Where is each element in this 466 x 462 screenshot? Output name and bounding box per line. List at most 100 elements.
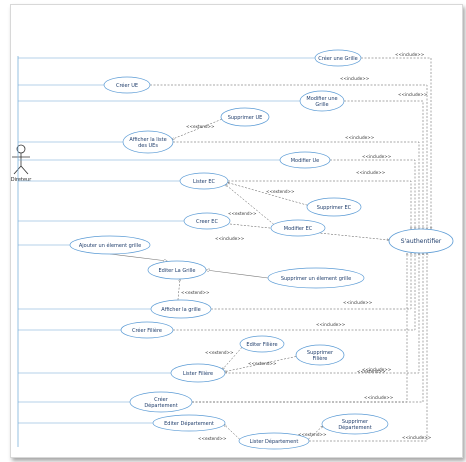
include-label-creer-departement: <<include>>: [364, 395, 394, 400]
extend-label-creer-departement-auth: <<extend>>: [357, 369, 386, 374]
use-case-editer-grille[interactable]: Editer La Grille: [147, 260, 207, 280]
use-case-lister-filiere[interactable]: Lister Filière: [170, 363, 226, 383]
use-case-label: Lister EC: [193, 179, 216, 185]
use-case-ellipse: [306, 197, 362, 217]
use-case-label: Editer Département: [164, 420, 214, 427]
use-case-label: Créer UE: [116, 82, 138, 89]
use-case-label: Editer La Grille: [158, 268, 195, 274]
use-case-ellipse: [152, 414, 226, 432]
extend-label-lister-departement-6: <<extend>>: [198, 436, 227, 441]
association-lines: [17, 56, 315, 447]
include-creer-ue: [150, 84, 427, 229]
use-case-label: des UEs: [138, 143, 158, 149]
use-case-label: Grille: [315, 102, 328, 108]
use-case-label: Créer une Grille: [318, 55, 357, 62]
use-case-lister-departement[interactable]: Lister Département: [238, 432, 310, 450]
extend-label-supprimer-filiere-5: <<extend>>: [248, 361, 277, 366]
use-case-label: Créer Filière: [132, 327, 162, 334]
include-label-afficher-liste-ues: <<include>>: [345, 135, 375, 140]
actor-leg-right: [20, 165, 29, 175]
use-case-editer-filiere[interactable]: Editer Filière: [239, 335, 285, 353]
extend-supprimer-ue-0: [172, 119, 222, 139]
use-case-editer-departement[interactable]: Editer Département: [152, 414, 226, 432]
use-case-afficher-grille[interactable]: Afficher la grille: [150, 299, 212, 319]
include-label-lister-ec: <<include>>: [356, 170, 386, 175]
use-case-ellipse: [179, 172, 229, 190]
use-case-label: Afficher la grille: [161, 307, 200, 313]
include-label-creer-ue: <<include>>: [340, 76, 370, 81]
include-label-creer-grille: <<include>>: [395, 52, 425, 57]
use-case-ellipse: [122, 130, 174, 154]
use-case-ellipse: [103, 76, 151, 94]
use-case-label: Département: [338, 424, 371, 431]
use-case-ellipse: [129, 391, 193, 413]
use-case-supprimer-ue[interactable]: Supprimer UE: [220, 107, 270, 127]
use-case-label: Supprimer EC: [317, 205, 352, 211]
include-modifier-grille: [344, 100, 423, 229]
use-case-label: Modifier Ue: [291, 158, 320, 164]
extend-supprimer-filiere-5: [225, 356, 297, 371]
use-case-ellipse: [69, 235, 151, 255]
use-case-ellipse: [147, 260, 207, 280]
actor-director: Direteur: [11, 144, 32, 183]
extend-editer-filiere-4: [223, 347, 243, 369]
use-case-label: Supprimer UE: [228, 115, 263, 121]
include-lister-ec: [228, 180, 411, 229]
use-case-ellipse: [150, 299, 212, 319]
include-label-lister-departement: <<include>>: [402, 435, 432, 440]
extend-label-editer-filiere-4: <<extend>>: [205, 350, 234, 355]
include-label-creer-ec: <<include>>: [215, 236, 245, 241]
extend-creer-departement-auth: [192, 253, 407, 403]
use-case-ellipse: [321, 413, 389, 435]
include-label-modifier-ue: <<include>>: [362, 154, 392, 159]
use-case-ellipse: [270, 219, 326, 237]
use-case-authentifier[interactable]: S'authentifier: [388, 228, 454, 254]
use-case-label: Modifier une: [306, 96, 337, 102]
use-case-ajouter-element[interactable]: Ajouter un élement grille: [69, 235, 151, 255]
extend-label-supprimer-ue-0: <<extend>>: [186, 124, 215, 129]
use-case-ellipse: [279, 151, 331, 169]
use-case-label: Afficher la liste: [129, 137, 166, 143]
use-case-label: Creer EC: [196, 219, 218, 225]
use-case-supprimer-ec[interactable]: Supprimer EC: [306, 197, 362, 217]
use-case-ellipse: [120, 321, 174, 339]
actor-name: Direteur: [11, 177, 32, 183]
include-lister-filiere: [225, 253, 419, 374]
use-case-ellipse: [238, 432, 310, 450]
include-afficher-liste-ues: [173, 141, 419, 229]
use-case-label: Filière: [313, 355, 328, 362]
use-case-lister-ec[interactable]: Lister EC: [179, 172, 229, 190]
include-creer-ec: [229, 223, 389, 240]
auth-label: S'authentifier: [401, 238, 442, 245]
use-case-modifier-ec[interactable]: Modifier EC: [270, 219, 326, 237]
use-case-ellipse: [220, 107, 270, 127]
include-modifier-ue: [330, 159, 415, 229]
extend-label-afficher-grille-3: <<extend>>: [181, 290, 210, 295]
use-case-label: Créer: [154, 396, 169, 403]
use-case-label: Supprimer un élement grille: [281, 275, 351, 282]
use-case-creer-ec[interactable]: Creer EC: [183, 212, 231, 230]
diagram-frame: [10, 4, 463, 458]
use-case-label: Département: [144, 402, 177, 409]
use-case-supprimer-element[interactable]: Supprimer un élement grille: [267, 267, 365, 289]
extend-afficher-grille-3: [177, 279, 180, 301]
include-label-lister-filiere: <<include>>: [362, 367, 392, 372]
use-case-creer-filiere[interactable]: Créer Filière: [120, 321, 174, 339]
use-case-ellipse: [295, 344, 345, 366]
include-lister-departement: [309, 253, 427, 442]
use-case-modifier-ue[interactable]: Modifier Ue: [279, 151, 331, 169]
use-case-ellipse: [267, 267, 365, 289]
use-case-creer-grille[interactable]: Créer une Grille: [314, 49, 362, 67]
use-case-creer-ue[interactable]: Créer UE: [103, 76, 151, 94]
use-case-label: Lister Filière: [183, 370, 213, 377]
include-creer-grille: [361, 57, 431, 229]
use-case-label: Ajouter un élement grille: [79, 242, 141, 249]
generalization-ajouter-element: [109, 253, 167, 261]
